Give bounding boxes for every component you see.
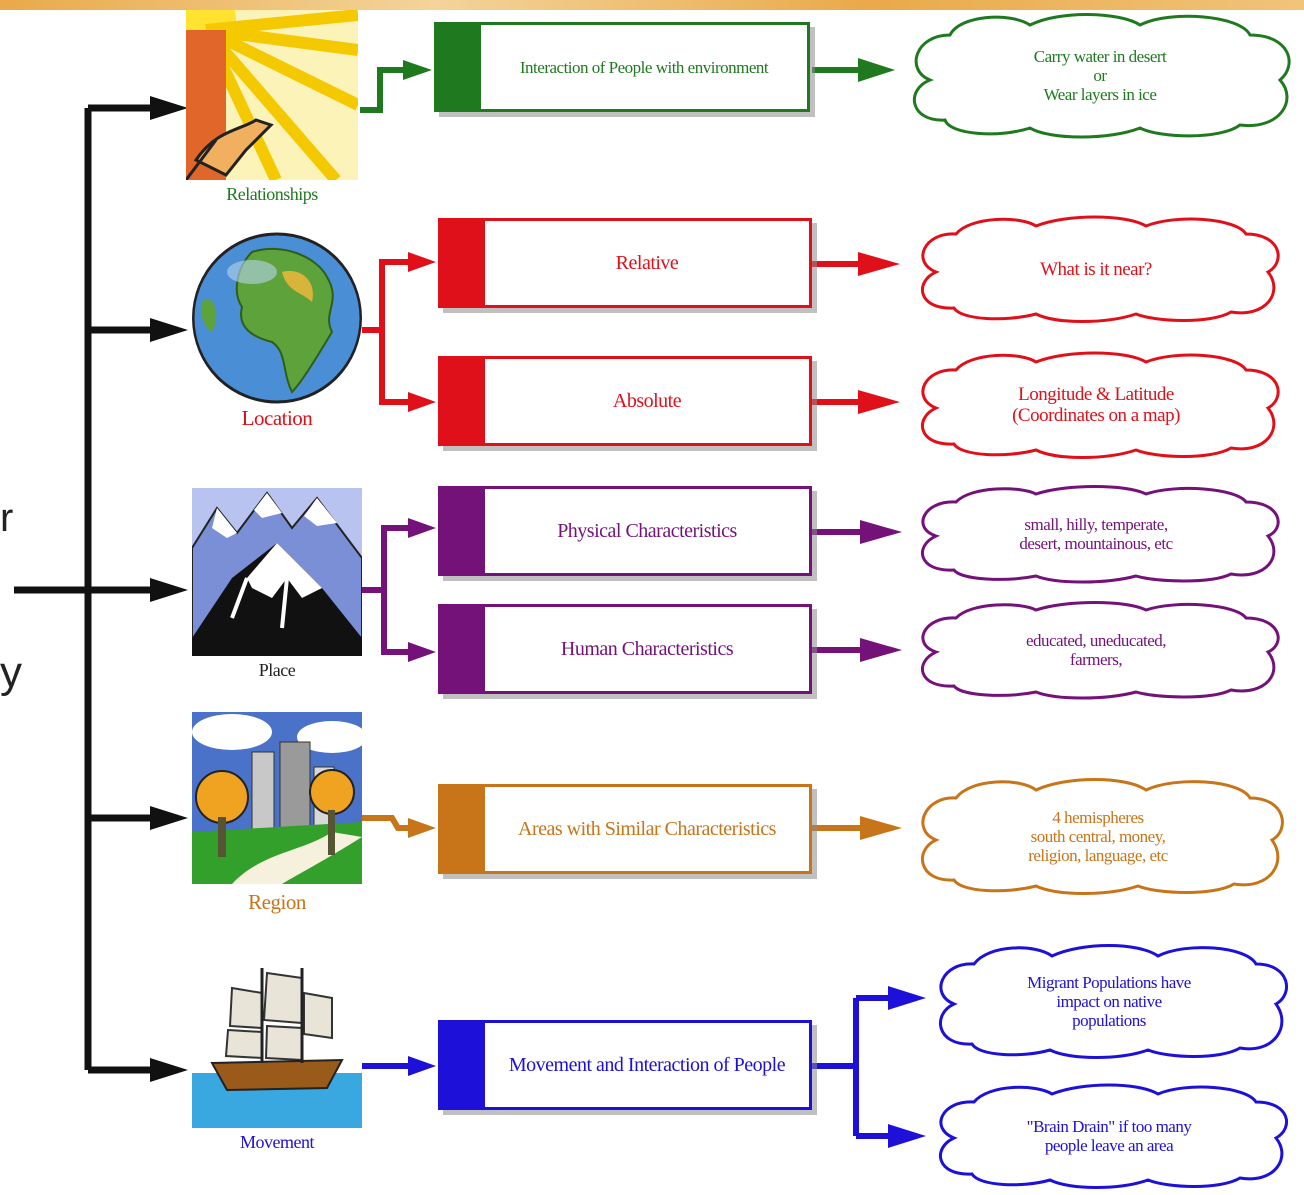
cloud-human-examples: educated, uneducated, farmers, (906, 600, 1286, 700)
place-connectors (362, 525, 862, 655)
city-trees-icon (192, 712, 362, 884)
mountains-icon (192, 488, 362, 656)
caption-movement: Movement (240, 1132, 315, 1152)
edge-text-fragment: y (0, 648, 22, 697)
box-label: Relative (615, 252, 679, 274)
cloud-text: What is it near? (1040, 258, 1152, 280)
box-label: Human Characteristics (560, 638, 734, 660)
box-label: Absolute (612, 390, 682, 412)
location-connectors (362, 259, 860, 405)
cloud-text: Carry water in desert or Wear layers in … (1033, 46, 1167, 104)
box-absolute: Absolute (438, 356, 812, 446)
sun-hand-icon (186, 10, 358, 180)
box-label: Areas with Similar Characteristics (518, 818, 776, 840)
box-similar-characteristics: Areas with Similar Characteristics (438, 784, 812, 874)
trunk-arrowheads (150, 96, 188, 1082)
cloud-text: 4 hemispheres south central, money, reli… (1028, 807, 1168, 865)
box-physical-characteristics: Physical Characteristics (438, 486, 812, 576)
box-movement-interaction: Movement and Interaction of People (438, 1020, 812, 1110)
caption-region: Region (248, 890, 306, 914)
caption-relationships: Relationships (226, 184, 318, 204)
cloud-text: Migrant Populations have impact on nativ… (1027, 972, 1191, 1030)
cloud-text: "Brain Drain" if too many people leave a… (1026, 1117, 1192, 1155)
relationships-connectors (360, 67, 860, 113)
caption-location: Location (241, 406, 313, 430)
box-label: Movement and Interaction of People (508, 1054, 786, 1076)
cloud-text: educated, uneducated, farmers, (1025, 631, 1167, 669)
caption-place: Place (258, 660, 296, 680)
box-interaction-environment: Interaction of People with environment (434, 22, 810, 112)
region-connectors (362, 815, 862, 831)
sailing-ship-icon (192, 968, 362, 1128)
box-label: Physical Characteristics (557, 520, 737, 542)
box-relative: Relative (438, 218, 812, 308)
top-decorative-band (0, 0, 1304, 10)
box-label: Interaction of People with environment (519, 57, 769, 77)
cloud-migrant-populations: Migrant Populations have impact on nativ… (924, 942, 1294, 1060)
edge-text-fragment-top: r (0, 496, 14, 540)
cloud-what-is-it-near: What is it near? (906, 214, 1286, 324)
movement-connectors (358, 995, 890, 1139)
globe-icon (192, 232, 362, 404)
trunk-connector (14, 104, 150, 1074)
box-human-characteristics: Human Characteristics (438, 604, 812, 694)
cloud-relationships-example: Carry water in desert or Wear layers in … (900, 10, 1300, 140)
cloud-brain-drain: "Brain Drain" if too many people leave a… (924, 1082, 1294, 1190)
cloud-longitude-latitude: Longitude & Latitude (Coordinates on a m… (906, 350, 1286, 460)
cloud-text: small, hilly, temperate, desert, mountai… (1019, 515, 1173, 553)
cloud-region-examples: 4 hemispheres south central, money, reli… (906, 776, 1290, 896)
cloud-text: Longitude & Latitude (Coordinates on a m… (1012, 384, 1180, 426)
cloud-physical-examples: small, hilly, temperate, desert, mountai… (906, 484, 1286, 584)
